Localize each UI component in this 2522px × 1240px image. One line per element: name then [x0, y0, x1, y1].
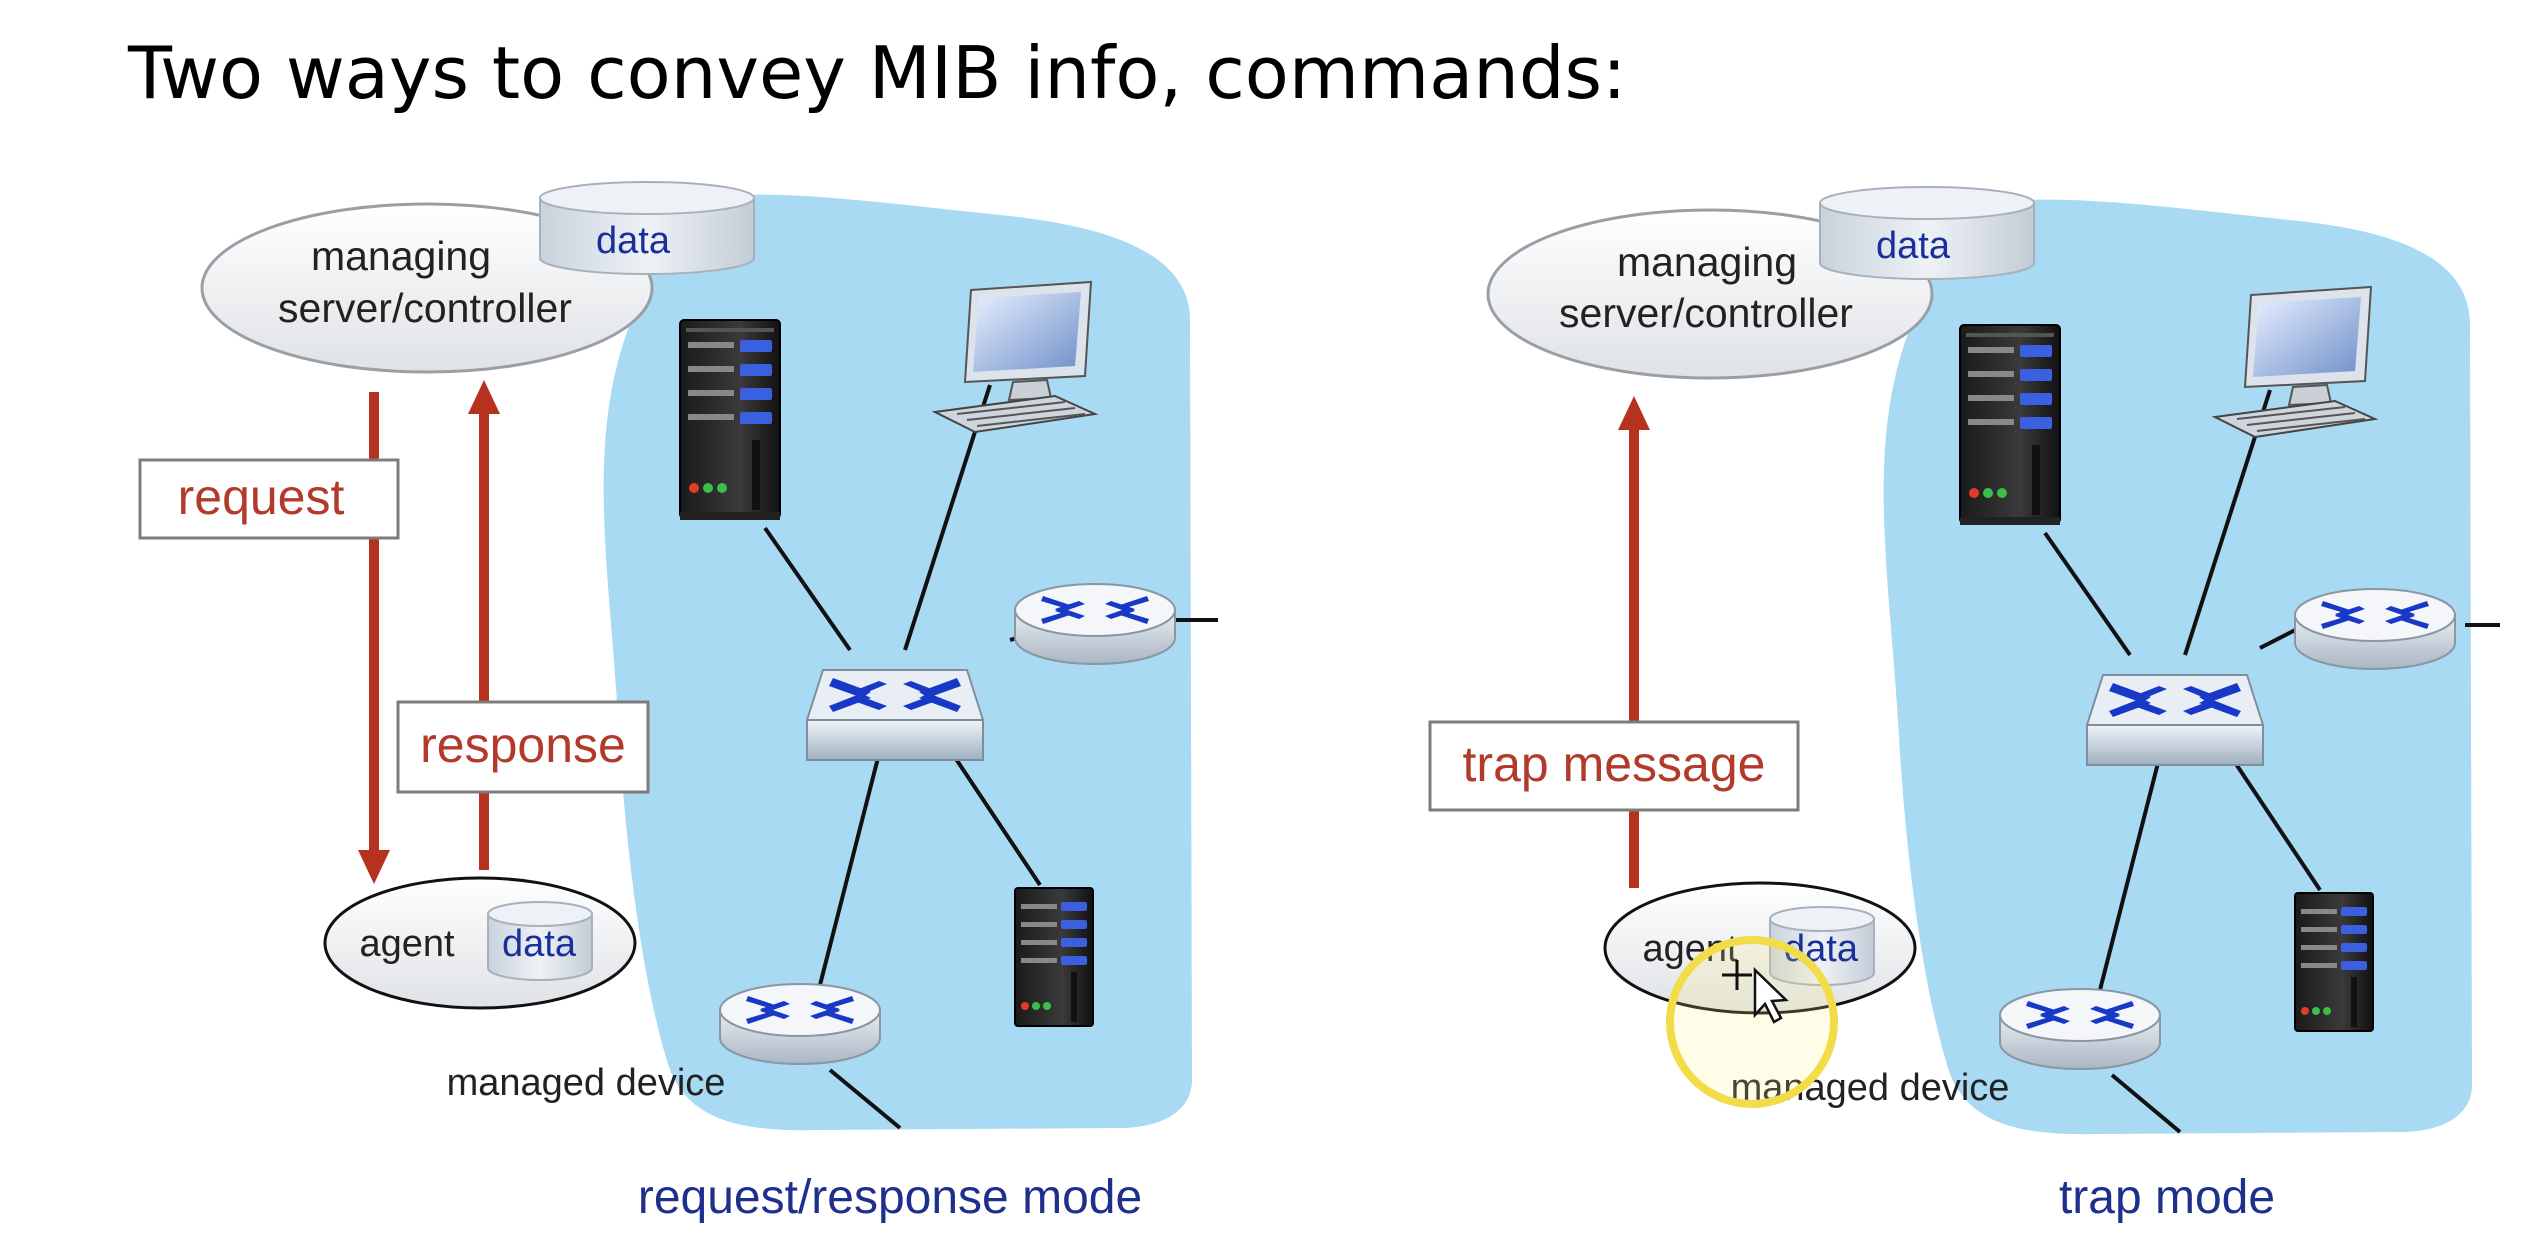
agent-label: agent: [359, 923, 455, 965]
manager-label-line1: managing: [1617, 239, 1797, 285]
switch-icon: [806, 669, 984, 761]
request-arrow: [358, 392, 390, 884]
request-response-caption: request/response mode: [638, 1171, 1142, 1224]
response-label-box: response: [396, 700, 650, 794]
manager-label-line2: server/controller: [278, 285, 572, 331]
router-icon: [1014, 583, 1176, 665]
slide-title: Two ways to convey MIB info, commands:: [127, 31, 1626, 115]
server-icon: [679, 319, 781, 521]
server-small-icon: [2294, 892, 2374, 1032]
agent-database-icon: data: [487, 901, 593, 981]
router-managed-device-icon: [719, 983, 881, 1065]
manager-data-label: data: [596, 220, 671, 262]
mouse-pointer-icon: [1722, 960, 1789, 1024]
server-icon: [1959, 324, 2061, 526]
manager-label-line2: server/controller: [1559, 290, 1853, 336]
agent-data-label: data: [502, 923, 577, 965]
managed-device-label: managed device: [447, 1062, 726, 1104]
left-panel-request-response: managing server/controller data request …: [138, 181, 1218, 1224]
server-small-icon: [1014, 887, 1094, 1027]
request-label: request: [178, 469, 345, 525]
right-panel-trap: managing server/controller data trap mes…: [1428, 186, 2500, 1224]
trap-mode-caption: trap mode: [2059, 1171, 2275, 1224]
manager-database-icon: data: [1819, 186, 2035, 280]
trap-message-label: trap message: [1463, 736, 1766, 792]
manager-database-icon: data: [539, 181, 755, 275]
cursor-highlight: [1666, 936, 1838, 1108]
request-label-box: request: [138, 458, 400, 540]
trap-message-label-box: trap message: [1428, 720, 1800, 812]
router-managed-device-icon: [1999, 988, 2161, 1070]
response-arrow: [468, 380, 500, 870]
manager-data-label: data: [1876, 225, 1951, 267]
response-label: response: [420, 717, 626, 773]
agent-database-icon: data: [1769, 906, 1875, 986]
router-icon: [2294, 588, 2456, 670]
switch-icon: [2086, 674, 2264, 766]
managing-server-node: managing server/controller: [200, 202, 654, 374]
manager-label-line1: managing: [311, 233, 491, 279]
trap-arrow: [1618, 396, 1650, 888]
